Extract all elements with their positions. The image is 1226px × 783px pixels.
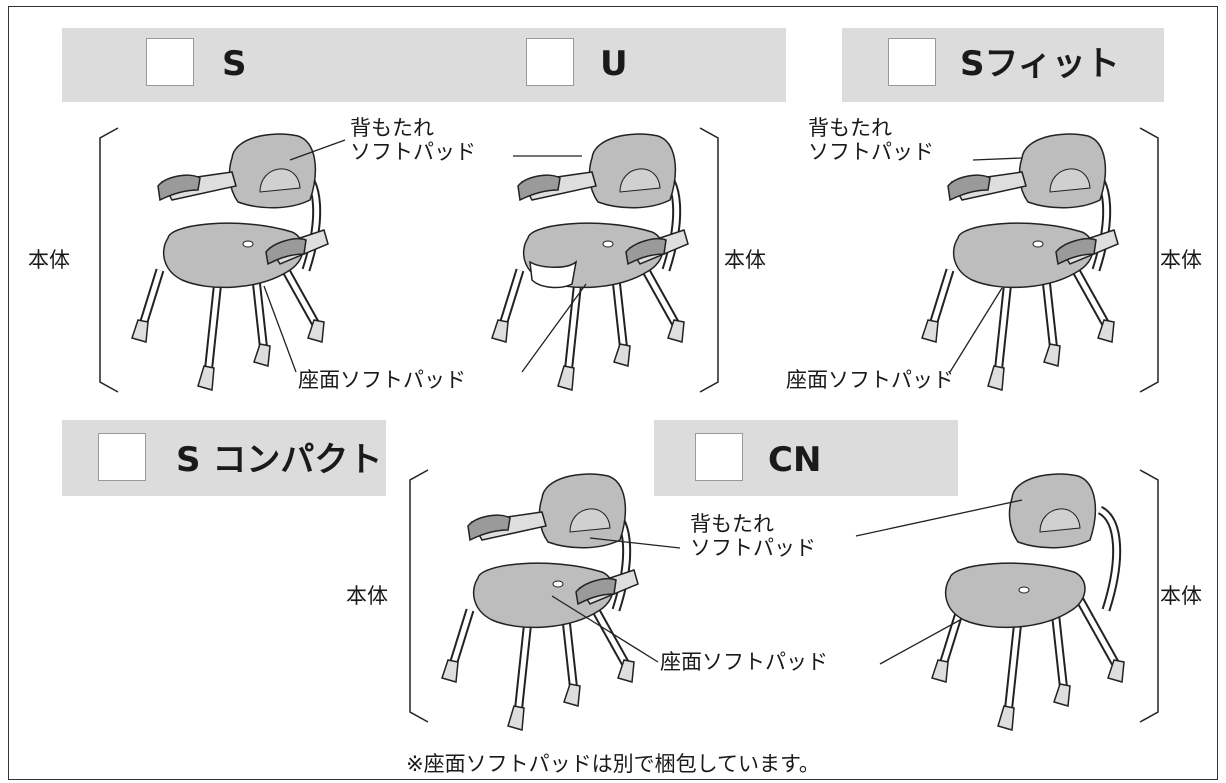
outer-frame (8, 6, 1218, 780)
model-label-s: S (222, 44, 247, 84)
body-label-u: 本体 (724, 248, 766, 272)
u-seat-notch (529, 260, 578, 289)
bracket-right-bottom (1139, 469, 1159, 723)
checkbox-s[interactable] (146, 38, 194, 86)
body-label-s-fit: 本体 (1160, 248, 1202, 272)
back-pad-label-s-u: 背もたれ ソフトパッド (350, 116, 476, 165)
chair-s-fit (922, 134, 1118, 390)
model-label-s-fit: Sフィット (960, 44, 1120, 84)
seat-pad-label-bottom: 座面ソフトパッド (660, 650, 828, 674)
chair-cn (931, 473, 1125, 731)
seat-pad-label-s-u: 座面ソフトパッド (298, 368, 466, 392)
checkbox-s-fit[interactable] (888, 38, 936, 86)
seat-pad-label-s-fit: 座面ソフトパッド (786, 368, 954, 392)
chair-s-compact (442, 474, 638, 730)
body-label-cn: 本体 (1160, 584, 1202, 608)
checkbox-s-compact[interactable] (98, 433, 146, 481)
bracket-right-sfit (1139, 127, 1159, 393)
bracket-left-bottom (409, 469, 429, 723)
model-label-s-compact: S コンパクト (176, 440, 383, 480)
bracket-left-top (99, 127, 119, 393)
model-label-u: U (600, 44, 628, 84)
model-label-cn: CN (768, 440, 822, 480)
back-pad-label-s-fit: 背もたれ ソフトパッド (808, 116, 934, 165)
body-label-s-compact: 本体 (346, 584, 388, 608)
bracket-right-top (699, 127, 719, 393)
footnote: ※座面ソフトパッドは別で梱包しています。 (406, 752, 820, 776)
checkbox-u[interactable] (526, 38, 574, 86)
checkbox-cn[interactable] (695, 433, 743, 481)
body-label-s-u: 本体 (28, 248, 70, 272)
chair-s (132, 134, 328, 390)
back-pad-label-bottom: 背もたれ ソフトパッド (690, 512, 816, 561)
chair-u (492, 134, 688, 390)
